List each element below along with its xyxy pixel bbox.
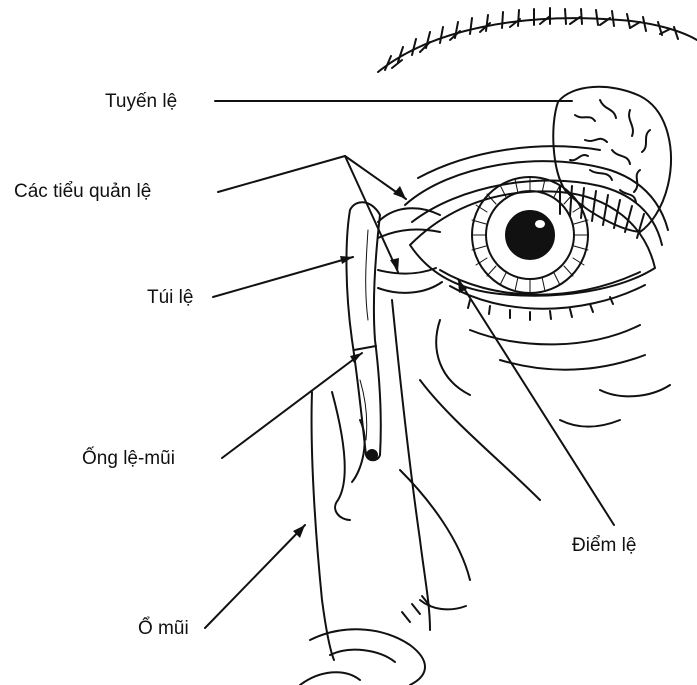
eyebrow	[378, 8, 697, 72]
face-contour	[400, 320, 670, 609]
leader-lacrimal-sac	[213, 257, 353, 297]
label-nasolacrimal-duct: Ống lệ-mũi	[82, 449, 175, 468]
label-nasal-cavity: Ổ mũi	[138, 619, 189, 638]
label-lacrimal-gland: Tuyến lệ	[105, 92, 177, 111]
leader-nasal-cavity	[205, 525, 305, 628]
label-lacrimal-sac: Túi lệ	[147, 288, 193, 307]
leader-nasolacrimal-duct	[222, 353, 362, 458]
label-punctum: Điểm lệ	[572, 536, 636, 555]
leader-punctum	[458, 279, 614, 525]
arrowheads	[293, 186, 467, 538]
nose	[300, 300, 430, 685]
label-canaliculi: Các tiểu quản lệ	[14, 182, 151, 201]
leader-canaliculi-1	[218, 156, 345, 192]
eyeball	[410, 177, 655, 296]
nasal-cavity	[312, 392, 365, 660]
